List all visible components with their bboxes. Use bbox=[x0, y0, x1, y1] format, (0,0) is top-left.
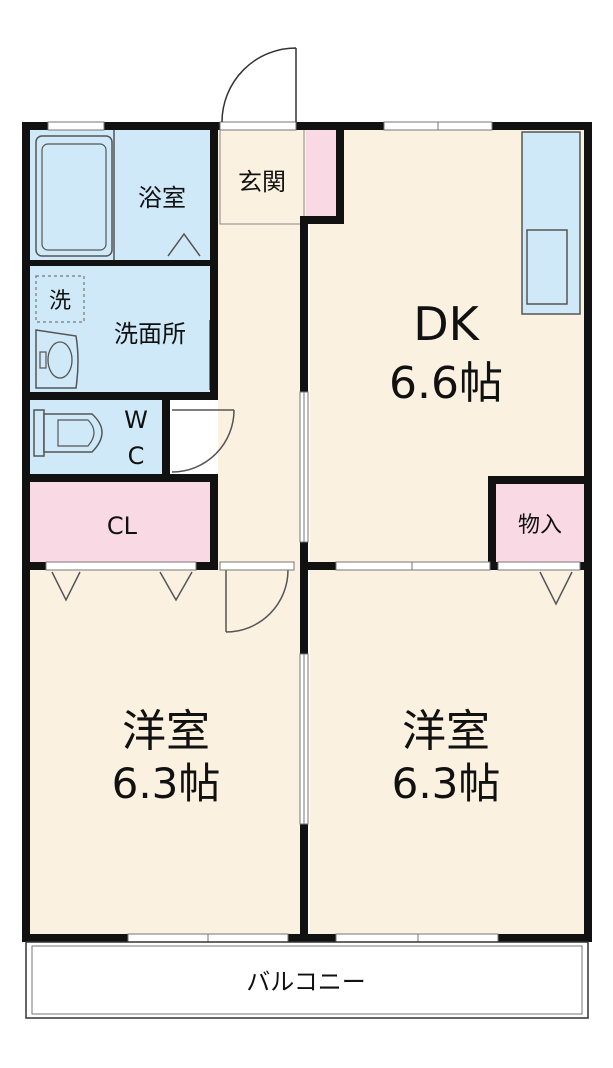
washbasin-bowl bbox=[47, 341, 73, 379]
shoe-box bbox=[306, 130, 338, 218]
entrance-floor bbox=[219, 127, 305, 225]
entrance-door-gap bbox=[219, 121, 297, 131]
washbasin-faucet bbox=[39, 351, 47, 369]
closet-label: CL bbox=[107, 512, 138, 540]
sliding-doors bbox=[45, 391, 581, 825]
balcony-area bbox=[25, 941, 589, 1019]
bath-door-mark bbox=[167, 232, 201, 257]
storage-floor bbox=[494, 480, 588, 568]
windows bbox=[47, 121, 499, 943]
wc-label-c: C bbox=[128, 442, 145, 470]
west-room-name-label: 洋室 bbox=[122, 706, 210, 757]
balcony-label: バルコニー bbox=[246, 968, 366, 996]
wc-door-swing bbox=[171, 409, 235, 473]
west-room-floor bbox=[26, 568, 306, 938]
balcony-railing bbox=[31, 945, 583, 1015]
east-room-floor bbox=[310, 568, 588, 938]
washer-spot bbox=[35, 275, 85, 323]
west-room-door-swing bbox=[225, 569, 289, 633]
dk-name-label: DK bbox=[413, 297, 480, 351]
dk-size-label: 6.6帖 bbox=[389, 358, 503, 409]
kitchen-sink bbox=[526, 229, 568, 305]
wc-label-w: W bbox=[124, 406, 148, 434]
east-room-name-label: 洋室 bbox=[402, 706, 490, 757]
closet-floor bbox=[26, 482, 216, 566]
east-room-size-label: 6.3帖 bbox=[392, 759, 501, 808]
bath-label: 浴室 bbox=[138, 184, 186, 212]
kitchen-counter bbox=[521, 131, 581, 315]
washer-label: 洗 bbox=[49, 289, 71, 314]
washroom-label: 洗面所 bbox=[114, 320, 186, 348]
west-room-size-label: 6.3帖 bbox=[112, 759, 221, 808]
west-room-door-gap bbox=[219, 561, 295, 571]
entrance-door-swing bbox=[221, 47, 297, 123]
toilet-tank bbox=[33, 409, 45, 457]
closet-door-marks bbox=[51, 571, 573, 606]
entrance-label: 玄関 bbox=[238, 168, 286, 196]
toilet-seat bbox=[57, 419, 95, 447]
bathtub-inner bbox=[41, 143, 107, 251]
bathtub bbox=[35, 135, 113, 257]
storage-label: 物入 bbox=[518, 513, 562, 538]
